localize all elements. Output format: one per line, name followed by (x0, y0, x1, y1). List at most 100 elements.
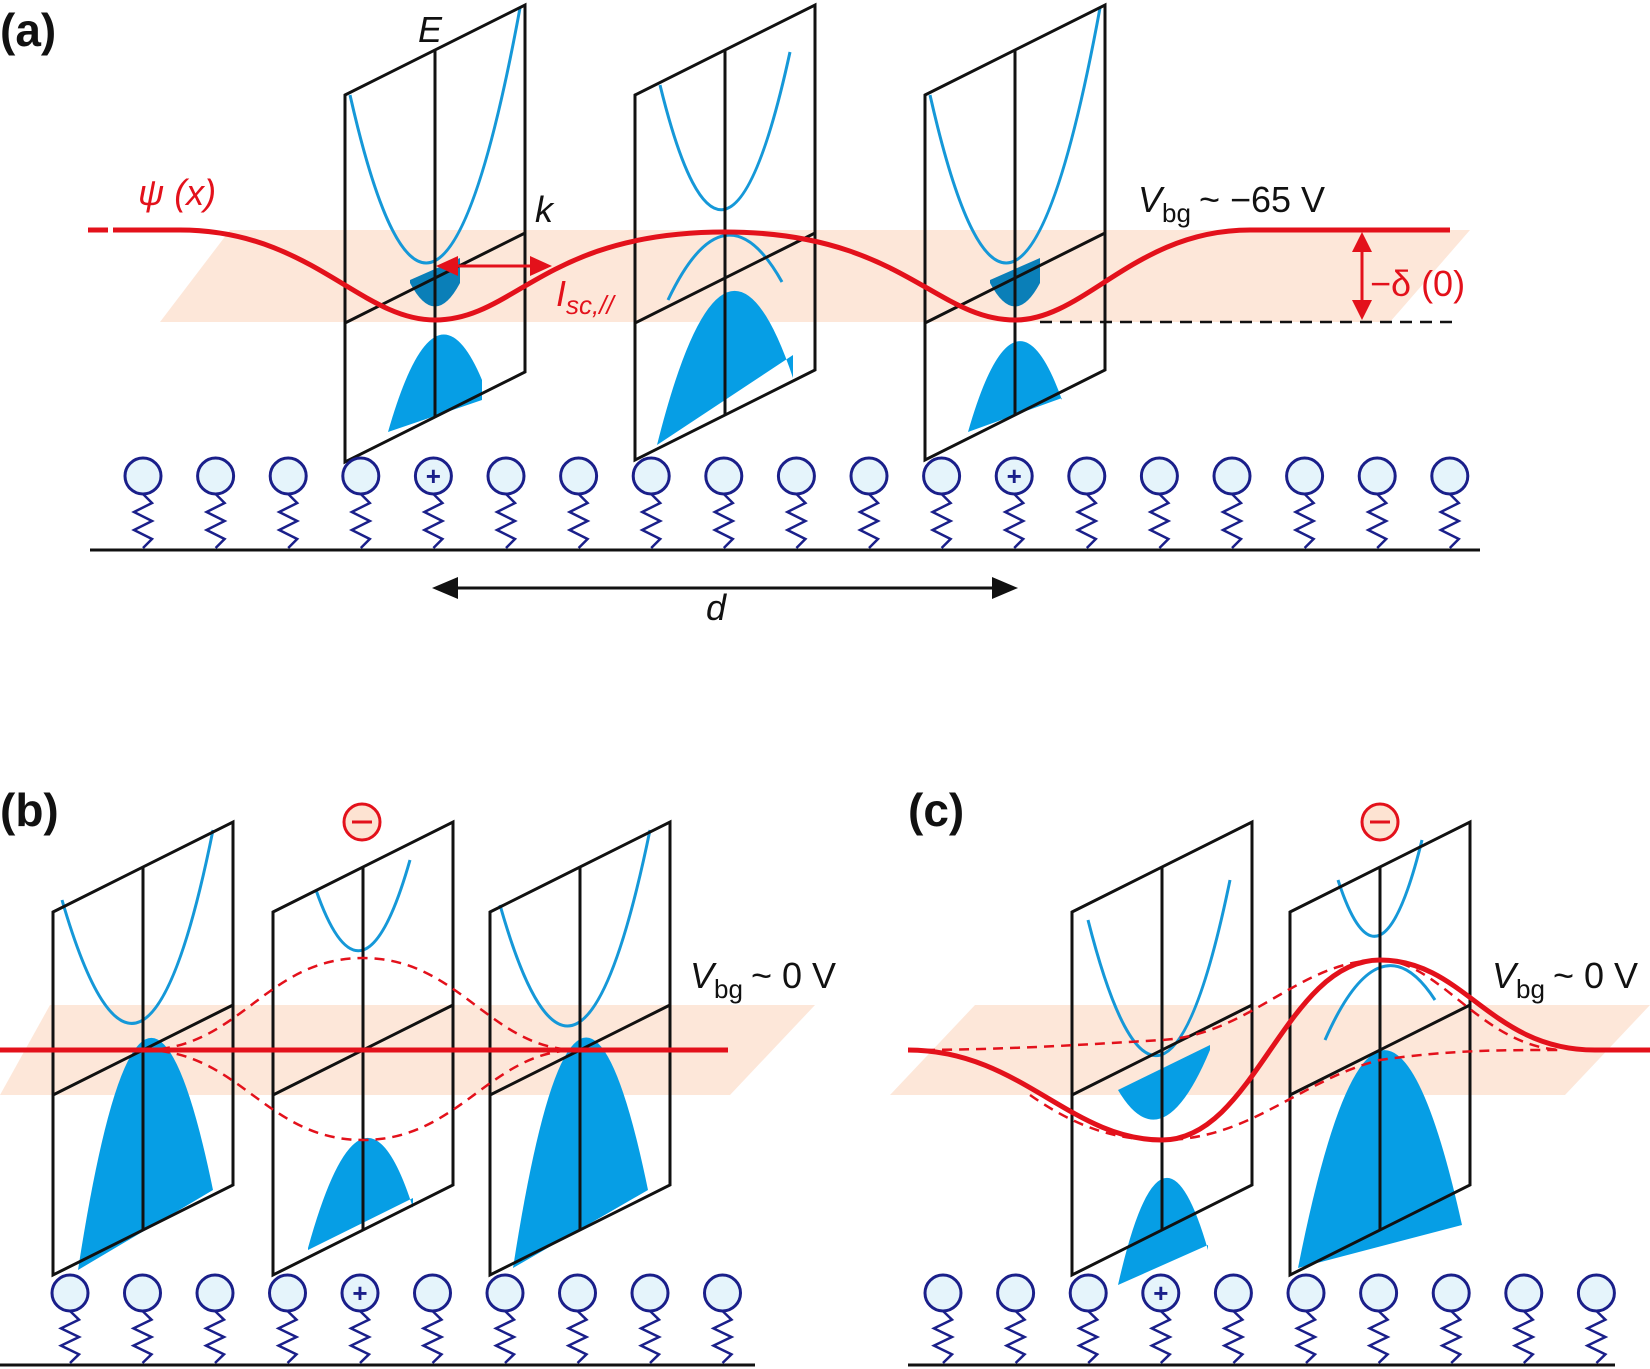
vbg-value-c: ~ 0 V (1553, 955, 1638, 996)
molecule-head (1576, 1273, 1616, 1313)
molecule (195, 1273, 235, 1364)
molecule-head (922, 456, 962, 496)
frame-c2-k-axis (1289, 1003, 1471, 1097)
molecule (923, 1273, 963, 1364)
molecule (1285, 456, 1325, 549)
molecule-head (1139, 456, 1179, 496)
molecule (123, 1273, 162, 1364)
molecule-tail (493, 1310, 517, 1364)
molecule (50, 1273, 90, 1364)
molecule-head (268, 1273, 307, 1313)
band-frame-b1 (51, 819, 235, 1278)
molecule-tail (420, 1310, 445, 1364)
positive-charge-sign: + (1153, 1278, 1168, 1308)
molecule-tail (710, 1310, 735, 1364)
vbg-sub-b: bg (714, 974, 743, 1004)
molecule-head (1068, 1273, 1108, 1313)
positive-charge-sign: + (426, 461, 441, 491)
molecule (631, 456, 671, 549)
vbg-label-a: Vbg~ −65 V (1138, 179, 1325, 228)
molecule (486, 456, 526, 549)
valence-band-c1 (1118, 1177, 1208, 1285)
dashed-wave-upper-b (142, 956, 579, 1052)
molecule-head (1141, 1273, 1181, 1313)
molecule-tail (931, 1310, 955, 1364)
molecule-tail (712, 493, 736, 549)
molecule-head (776, 456, 816, 496)
molecule-row-a: ++ (123, 456, 1470, 549)
molecule (1504, 1273, 1544, 1364)
molecule-head (1357, 456, 1397, 496)
distance-label: d (706, 587, 727, 628)
molecule-head (485, 1273, 525, 1313)
molecule-head (50, 1273, 90, 1313)
molecule-tail (1438, 493, 1462, 549)
momentum-axis-label: k (535, 189, 555, 230)
vbg-symbol-b: V (690, 955, 717, 996)
molecule (849, 456, 889, 549)
molecule (630, 1273, 670, 1364)
molecule-row-c: + (923, 1273, 1616, 1364)
molecule-tail (131, 493, 155, 549)
negative-charge-b (342, 802, 382, 842)
molecule-head (1286, 1273, 1326, 1313)
molecule (1213, 1273, 1253, 1364)
vbg-label-b: Vbg~ 0 V (690, 955, 836, 1004)
molecule-head (1285, 456, 1325, 496)
molecule-tail (1511, 1310, 1536, 1364)
molecule (341, 456, 381, 549)
vbg-label-c: Vbg~ 0 V (1492, 955, 1638, 1004)
current-subscript: sc,// (566, 290, 616, 320)
positive-charge-sign: + (1007, 461, 1022, 491)
wavefunction-curve-c (907, 957, 1650, 1143)
molecule (123, 456, 163, 549)
molecule-head (996, 1273, 1036, 1313)
frame-a1-outline (343, 2, 527, 465)
molecule-tail (348, 1310, 372, 1364)
molecule-head (1212, 456, 1252, 496)
current-arrow (436, 256, 552, 276)
molecule (1431, 1273, 1471, 1364)
vbg-symbol-a: V (1138, 179, 1165, 220)
molecule (922, 456, 962, 549)
molecule (559, 456, 599, 549)
molecule-tail (494, 493, 518, 549)
molecule-tail (130, 1310, 155, 1364)
molecule-tail (1075, 493, 1099, 549)
frame-b3-outline (488, 819, 672, 1278)
molecule (1139, 456, 1179, 549)
molecule-tail (203, 1310, 227, 1364)
frame-c2-outline (1288, 819, 1472, 1278)
molecule-head (630, 1273, 670, 1313)
molecule: + (340, 1273, 380, 1364)
molecule-head (413, 456, 453, 496)
molecule-tail (639, 493, 663, 549)
dashed-wave-lower-c (1029, 1048, 1561, 1142)
molecule-tail (929, 493, 954, 549)
molecule-head (559, 456, 599, 496)
molecule (1576, 1273, 1616, 1364)
frame-a3-k-axis (924, 231, 1106, 325)
molecule-tail (58, 1310, 82, 1364)
molecule (776, 456, 816, 549)
panel-c: (c) Vbg~ 0 V (890, 784, 1650, 1367)
band-frame-c1 (1070, 819, 1254, 1285)
molecule-tail (566, 493, 591, 549)
vbg-sub-a: bg (1162, 198, 1191, 228)
molecule-tail (275, 1310, 300, 1364)
molecule-head (1430, 456, 1470, 496)
molecule-head (558, 1273, 597, 1313)
dashed-wave-upper-c (907, 958, 1561, 1052)
molecule-head (994, 456, 1034, 496)
molecule-head (1359, 1273, 1399, 1313)
current-label: Isc,// (556, 273, 616, 320)
molecule (413, 1273, 452, 1364)
current-symbol: I (556, 273, 566, 314)
molecule-head (413, 1273, 452, 1313)
molecule-tail (784, 493, 809, 549)
molecule-head (1504, 1273, 1544, 1313)
frame-a2-k-axis (634, 231, 816, 325)
molecule-head (1213, 1273, 1253, 1313)
molecule-head (849, 456, 889, 496)
